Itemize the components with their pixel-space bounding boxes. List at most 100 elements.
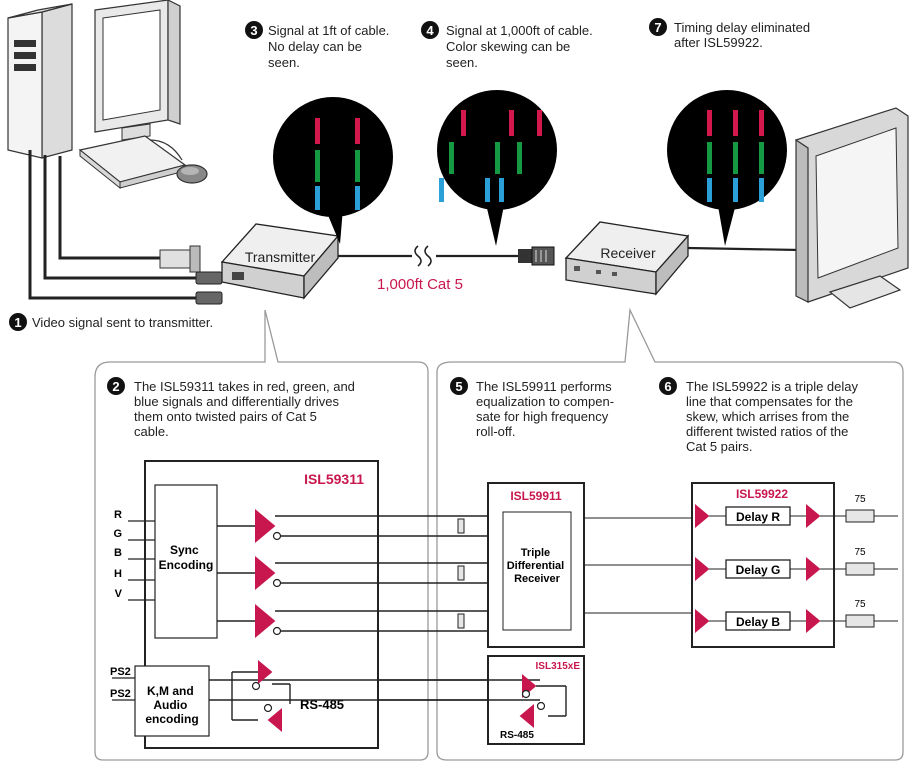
scope-bubble-1ft (273, 97, 393, 244)
rj45-connector-icon (518, 246, 555, 266)
isl59311-chip (144, 460, 379, 749)
ps2-connector-icon (195, 271, 223, 305)
receiver-to-display-cable (687, 246, 801, 252)
termination-resistor (457, 613, 465, 629)
resistor-value: 75 (854, 599, 866, 610)
scope-1ft-trace (355, 150, 360, 182)
step-6-marker (659, 377, 677, 395)
receiver-box (564, 221, 690, 296)
step-1-number: 1 (14, 315, 21, 330)
inverter-bubble (263, 703, 273, 713)
rs485-rx-label: RS-485 (500, 730, 534, 741)
scope-corrected-trace (759, 178, 764, 202)
scope-1ft-trace (315, 150, 320, 182)
scope-1000ft-trace (485, 178, 490, 202)
kma-encoding-label: K,M and Audio encoding (145, 684, 198, 726)
scope-1000ft-trace (517, 142, 522, 174)
scope-1000ft-trace (499, 178, 504, 202)
step-3-marker (245, 21, 263, 39)
step-3-number: 3 (250, 23, 257, 38)
sync-encoding-block (154, 484, 218, 639)
step-4-number: 4 (426, 23, 434, 38)
amplifier-triangle (255, 509, 276, 543)
cable-label: 1,000ft Cat 5 (377, 276, 463, 293)
step-2-marker (107, 377, 125, 395)
step-2-number: 2 (112, 379, 119, 394)
kma-encoding-block (134, 665, 210, 737)
transmitter-box (220, 223, 340, 300)
scope-1ft-trace (355, 118, 360, 144)
scope-traces (315, 110, 764, 210)
step-1-marker (9, 313, 27, 331)
amplifier-triangle (695, 557, 710, 581)
keyboard-icon (78, 135, 187, 190)
display-monitor-icon (795, 107, 909, 309)
scope-1000ft-trace (461, 110, 466, 136)
delay-block-label: Delay R (736, 510, 780, 524)
inverter-bubble (521, 689, 531, 699)
scope-1ft-trace (315, 118, 320, 144)
transmitter-label: Transmitter (245, 249, 316, 265)
termination-resistor (457, 565, 465, 581)
step-7-marker (649, 18, 667, 36)
isl315xe-label: ISL315xE (536, 661, 581, 672)
computer-tower-icon (7, 3, 73, 159)
panel-transmitter (94, 309, 429, 761)
mouse-icon (149, 139, 208, 184)
output-resistor (845, 509, 875, 523)
scope-bubble-corrected (667, 90, 787, 246)
step-1-caption: Video signal sent to transmitter. (32, 315, 213, 330)
cable-break-icon (414, 245, 432, 267)
scope-1000ft-trace (509, 110, 514, 136)
inverter-bubble (272, 626, 282, 636)
inverter-bubble (251, 681, 261, 691)
scope-corrected-trace (759, 110, 764, 136)
amplifier-triangle (519, 704, 534, 728)
vga-connector-icon (159, 245, 201, 273)
amplifier-triangle (258, 660, 273, 684)
isl59911-label: ISL59911 (510, 489, 562, 503)
step-6-number: 6 (664, 379, 671, 394)
scope-1000ft-trace (449, 142, 454, 174)
scope-1ft-trace (355, 186, 360, 210)
scope-corrected-trace (733, 178, 738, 202)
amplifier-triangle (695, 609, 710, 633)
delay-block-label: Delay B (736, 615, 780, 629)
scope-corrected-trace (759, 142, 764, 174)
scope-corrected-trace (733, 110, 738, 136)
scope-corrected-trace (707, 178, 712, 202)
inverter-bubble (272, 578, 282, 588)
step-7-number: 7 (654, 20, 661, 35)
amplifier-triangle (267, 708, 282, 732)
inverter-bubble (272, 531, 282, 541)
scope-1000ft-trace (537, 110, 542, 136)
step-4-caption: Signal at 1,000ft of cable.Color skewing… (446, 23, 593, 70)
delay-block-label: Delay G (736, 563, 781, 577)
scope-corrected-trace (733, 142, 738, 174)
resistor-value: 75 (854, 494, 866, 505)
resistor-value: 75 (854, 547, 866, 558)
step-4-marker (421, 21, 439, 39)
isl59311-label: ISL59311 (304, 471, 364, 487)
output-resistor (845, 562, 875, 576)
step-5-marker (450, 377, 468, 395)
pc-cables (28, 150, 196, 300)
input-label-r: R (114, 509, 122, 521)
step-5-number: 5 (455, 379, 462, 394)
amplifier-triangle (695, 504, 710, 528)
amplifier-triangle (806, 609, 821, 633)
termination-resistor (457, 518, 465, 534)
triple-differential-receiver-block (502, 511, 572, 631)
input-label-g: G (113, 528, 122, 540)
input-label-b: B (114, 547, 122, 559)
receiver-block-label: Triple Differential Receiver (507, 547, 568, 585)
sync-encoding-label: Sync Encoding (159, 543, 214, 572)
scope-1000ft-trace (439, 178, 444, 202)
